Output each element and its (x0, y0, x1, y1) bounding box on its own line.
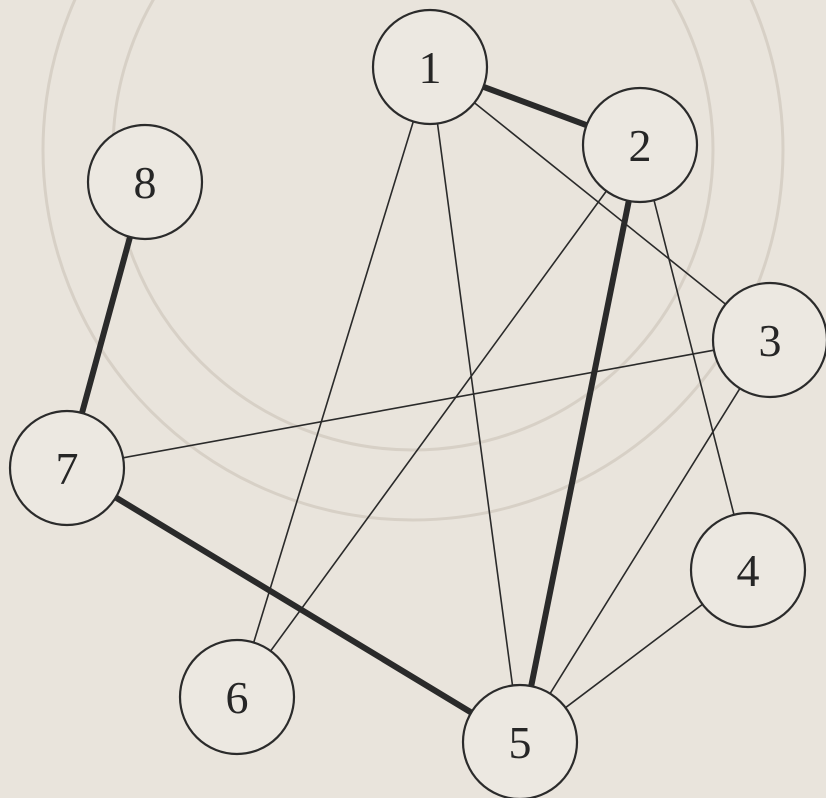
node-8: 8 (88, 125, 202, 239)
node-label: 2 (629, 120, 652, 171)
node-label: 7 (56, 443, 79, 494)
node-label: 5 (509, 717, 532, 768)
edge-7-8 (82, 237, 130, 413)
node-label: 6 (226, 672, 249, 723)
node-label: 4 (737, 545, 760, 596)
node-label: 1 (419, 42, 442, 93)
edge-4-5 (566, 604, 703, 707)
node-label: 3 (759, 315, 782, 366)
node-3: 3 (713, 283, 826, 397)
edge-3-7 (123, 350, 714, 458)
node-4: 4 (691, 513, 805, 627)
edge-5-7 (116, 498, 471, 713)
node-5: 5 (463, 685, 577, 798)
node-2: 2 (583, 88, 697, 202)
node-label: 8 (134, 157, 157, 208)
node-1: 1 (373, 10, 487, 124)
edge-1-2 (483, 87, 586, 125)
node-7: 7 (10, 411, 124, 525)
edge-1-5 (438, 124, 513, 686)
node-6: 6 (180, 640, 294, 754)
